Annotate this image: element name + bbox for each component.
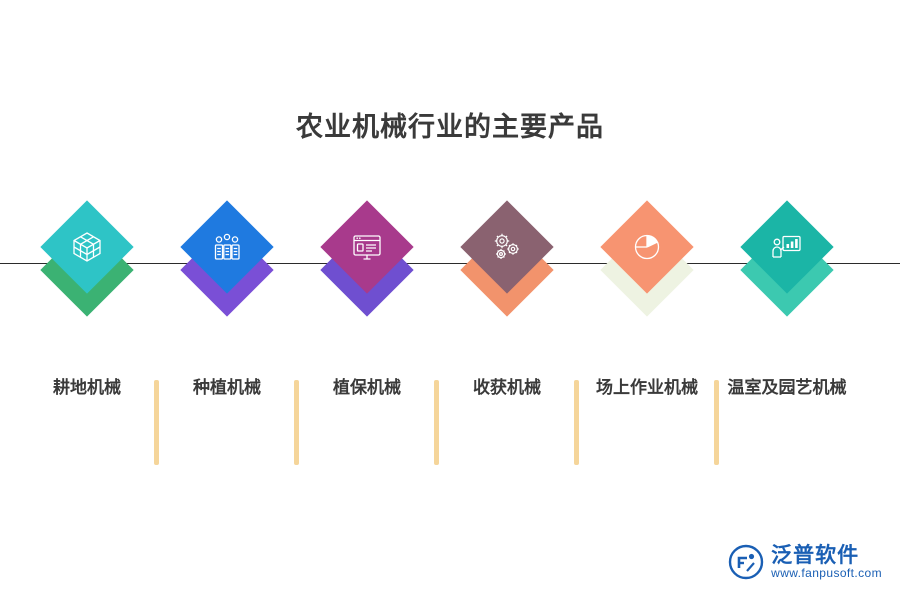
node-diamond bbox=[600, 200, 694, 321]
node-diamond bbox=[740, 200, 834, 321]
node-label: 耕地机械 bbox=[53, 378, 121, 397]
node-label: 植保机械 bbox=[333, 378, 401, 397]
node-item[interactable]: 种植机械 bbox=[152, 0, 302, 600]
timeline-baseline bbox=[0, 263, 900, 264]
divider-tick bbox=[294, 380, 299, 465]
node-item[interactable]: 场上作业机械 bbox=[572, 0, 722, 600]
divider-tick bbox=[714, 380, 719, 465]
watermark-url: www.fanpusoft.com bbox=[771, 565, 882, 580]
node-diamond bbox=[460, 200, 554, 321]
node-label: 种植机械 bbox=[193, 378, 261, 397]
node-label: 场上作业机械 bbox=[596, 378, 698, 397]
presentation-board-icon bbox=[334, 214, 400, 280]
node-label: 温室及园艺机械 bbox=[727, 378, 847, 397]
node-diamond bbox=[180, 200, 274, 321]
pie-chart-icon bbox=[614, 214, 680, 280]
node-item[interactable]: 植保机械 bbox=[292, 0, 442, 600]
watermark: 泛普软件 www.fanpusoft.com bbox=[728, 544, 882, 580]
divider-tick bbox=[154, 380, 159, 465]
person-presenting-icon bbox=[754, 214, 820, 280]
page-title: 农业机械行业的主要产品 bbox=[296, 112, 604, 142]
divider-tick bbox=[574, 380, 579, 465]
node-item[interactable]: 收获机械 bbox=[432, 0, 582, 600]
node-item[interactable]: 耕地机械 bbox=[12, 0, 162, 600]
node-diamond bbox=[320, 200, 414, 321]
gears-icon bbox=[474, 214, 540, 280]
brand-logo-icon bbox=[728, 544, 764, 580]
bar-chart-people-icon bbox=[194, 214, 260, 280]
watermark-title: 泛普软件 bbox=[771, 543, 860, 567]
node-diamond bbox=[40, 200, 134, 321]
node-item[interactable]: 温室及园艺机械 bbox=[712, 0, 862, 600]
cube-grid-icon bbox=[54, 214, 120, 280]
node-label: 收获机械 bbox=[473, 378, 541, 397]
divider-tick bbox=[434, 380, 439, 465]
